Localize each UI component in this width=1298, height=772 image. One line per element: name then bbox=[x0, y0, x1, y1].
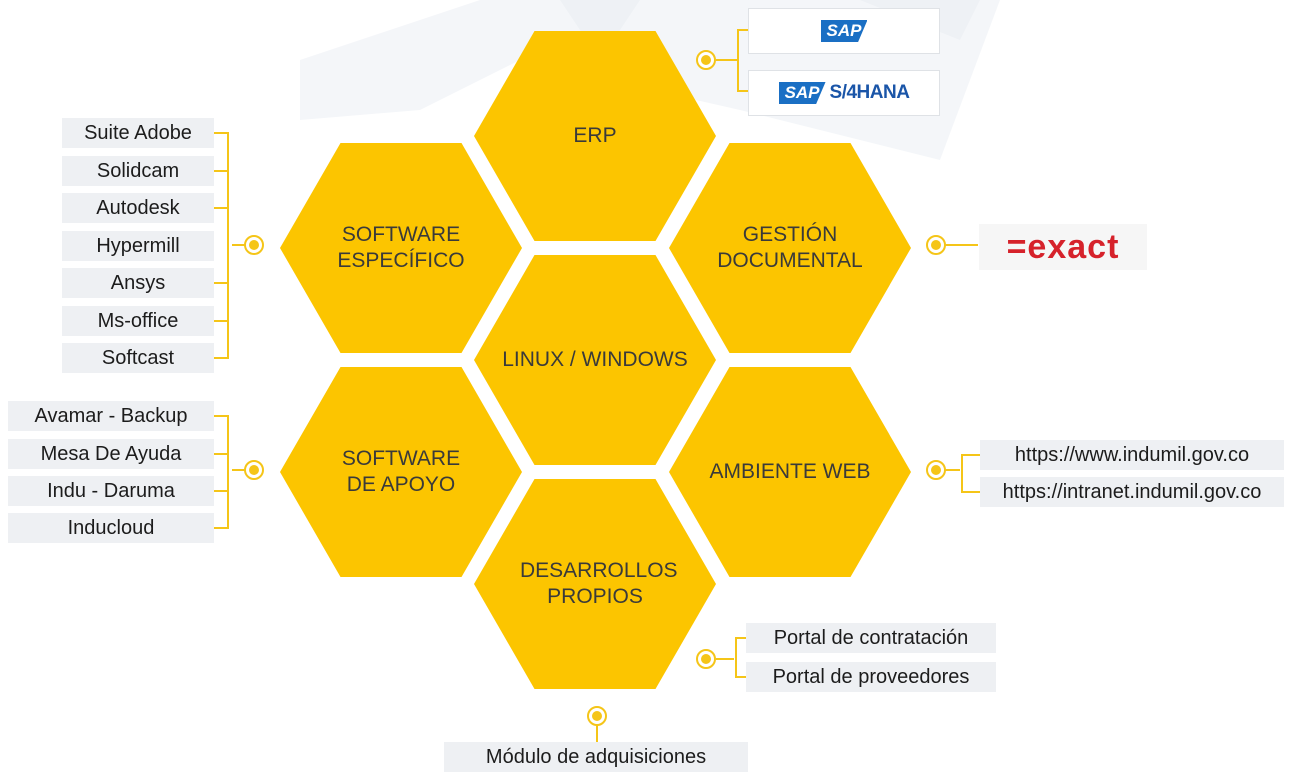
hex-erp-label: ERP bbox=[573, 123, 617, 147]
software-especifico-item: Ansys bbox=[62, 268, 214, 298]
connector-node-erp bbox=[696, 50, 716, 70]
connector-node-desarrollos bbox=[696, 649, 716, 669]
desarrollos-item: Portal de proveedores bbox=[746, 662, 996, 692]
software-apoyo-item: Inducloud bbox=[8, 513, 214, 543]
software-apoyo-item: Indu - Daruma bbox=[8, 476, 214, 506]
sap-s4hana-text: S/4HANA bbox=[829, 82, 910, 103]
connector-node-software-especifico bbox=[244, 235, 264, 255]
desarrollos-item: Portal de contratación bbox=[746, 623, 996, 653]
hex-software-especifico-label: SOFTWARE ESPECÍFICO bbox=[337, 222, 465, 272]
modulo-adquisiciones: Módulo de adquisiciones bbox=[444, 742, 748, 772]
exact-logo-box: =exact bbox=[979, 224, 1147, 270]
software-especifico-item: Autodesk bbox=[62, 193, 214, 223]
hex-software-apoyo-label: SOFTWARE DE APOYO bbox=[341, 446, 461, 496]
connector-node-software-apoyo bbox=[244, 460, 264, 480]
hex-gestion-documental-label: GESTIÓN DOCUMENTAL bbox=[717, 222, 863, 272]
sap-s4hana-logo-box: SAP S/4HANA bbox=[748, 70, 940, 116]
sap-logo: SAP bbox=[820, 20, 868, 42]
software-apoyo-item: Avamar - Backup bbox=[8, 401, 214, 431]
connector-node-ambiente-web bbox=[926, 460, 946, 480]
software-especifico-item: Suite Adobe bbox=[62, 118, 214, 148]
connector-node-gestion bbox=[926, 235, 946, 255]
hex-desarrollos-propios-label: DESARROLLOS PROPIOS bbox=[520, 558, 678, 608]
connector-node-bottom bbox=[587, 706, 607, 726]
sap-logo-box: SAP bbox=[748, 8, 940, 54]
hex-software-especifico: SOFTWARE ESPECÍFICO bbox=[280, 143, 522, 353]
hex-ambiente-web-label: AMBIENTE WEB bbox=[709, 459, 871, 483]
software-especifico-item: Softcast bbox=[62, 343, 214, 373]
sap-s4-logo-mark: SAP bbox=[778, 82, 826, 104]
exact-logo: =exact bbox=[1006, 227, 1120, 266]
software-especifico-item: Solidcam bbox=[62, 156, 214, 186]
software-especifico-item: Ms-office bbox=[62, 306, 214, 336]
hex-software-apoyo: SOFTWARE DE APOYO bbox=[280, 367, 522, 577]
software-apoyo-item: Mesa De Ayuda bbox=[8, 439, 214, 469]
ambiente-web-link[interactable]: https://intranet.indumil.gov.co bbox=[980, 477, 1284, 507]
software-especifico-item: Hypermill bbox=[62, 231, 214, 261]
ambiente-web-link[interactable]: https://www.indumil.gov.co bbox=[980, 440, 1284, 470]
hex-linux-windows-label: LINUX / WINDOWS bbox=[502, 347, 688, 371]
